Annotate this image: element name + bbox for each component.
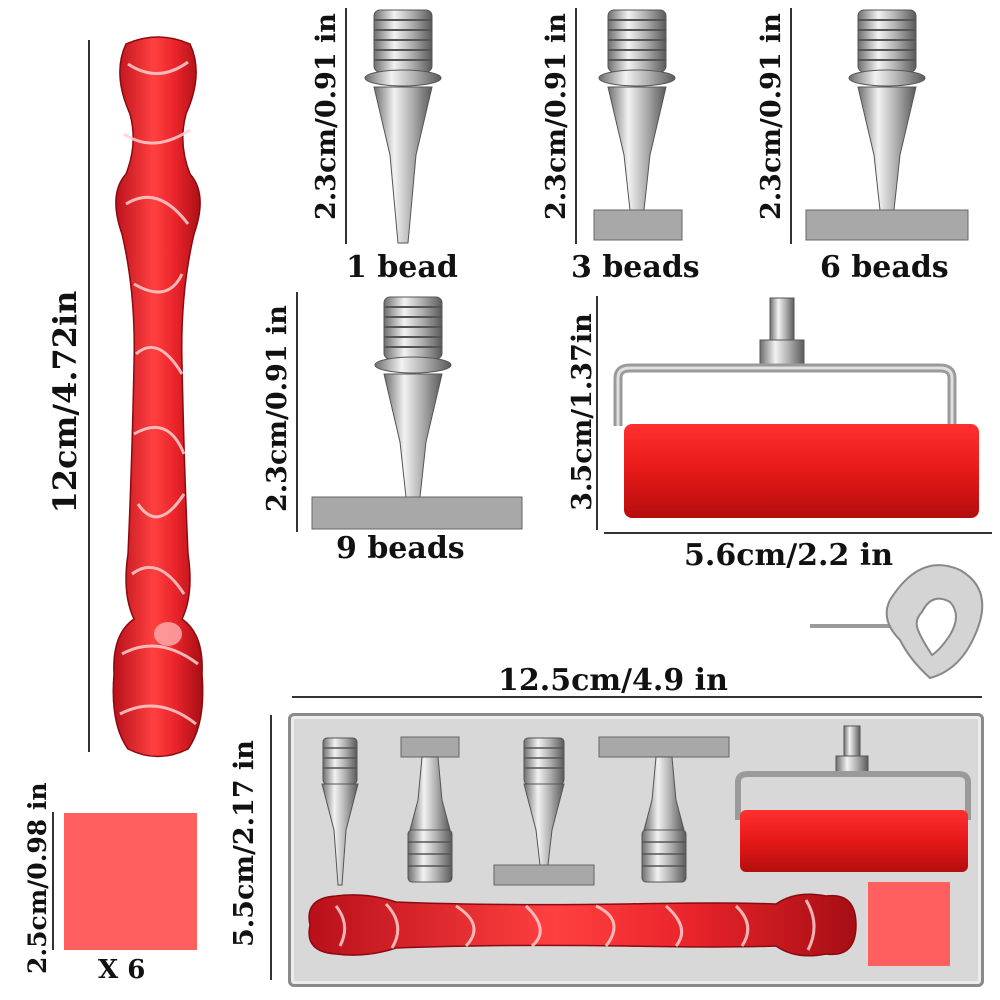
pad-count-label: X 6 xyxy=(98,955,146,985)
roller-image xyxy=(613,297,979,518)
tray-height-line xyxy=(270,715,272,980)
tip3-dimension-line xyxy=(575,8,577,244)
glue-pad-image xyxy=(64,813,197,950)
pad-dimension-line xyxy=(52,812,54,950)
tip9-name-label: 9 beads xyxy=(336,531,465,566)
roller-width-label: 5.6cm/2.2 in xyxy=(684,538,894,573)
tip9-image xyxy=(311,296,523,530)
tip6-name-label: 6 beads xyxy=(820,250,949,285)
tip9-dimension-line xyxy=(296,292,298,532)
tip3-height-label: 2.3cm/0.91 in xyxy=(541,13,572,220)
roller-height-line xyxy=(596,296,598,530)
tray-width-line xyxy=(292,696,982,698)
tip1-name-label: 1 bead xyxy=(346,250,458,285)
tip1-height-label: 2.3cm/0.91 in xyxy=(311,13,342,220)
roller-width-line xyxy=(604,532,992,534)
tip3-name-label: 3 beads xyxy=(571,250,700,285)
tray-contents-image xyxy=(308,725,971,966)
tray-width-label: 12.5cm/4.9 in xyxy=(498,663,728,698)
roller-height-label: 3.5cm/1.37in xyxy=(567,313,598,511)
tip9-height-label: 2.3cm/0.91 in xyxy=(262,305,293,512)
tip1-image xyxy=(364,9,442,244)
tip6-image xyxy=(805,9,969,241)
handle-dimension-line xyxy=(88,40,90,752)
handle-length-label: 12cm/4.72in xyxy=(46,290,84,514)
heart-key-image xyxy=(810,564,984,680)
tip3-image xyxy=(593,9,683,241)
tray-height-label: 5.5cm/2.17 in xyxy=(229,740,260,947)
pad-size-label: 2.5cm/0.98 in xyxy=(23,782,52,974)
tip6-dimension-line xyxy=(790,8,792,244)
handle-image xyxy=(112,36,204,758)
tip1-dimension-line xyxy=(345,8,347,244)
tip6-height-label: 2.3cm/0.91 in xyxy=(756,13,787,220)
